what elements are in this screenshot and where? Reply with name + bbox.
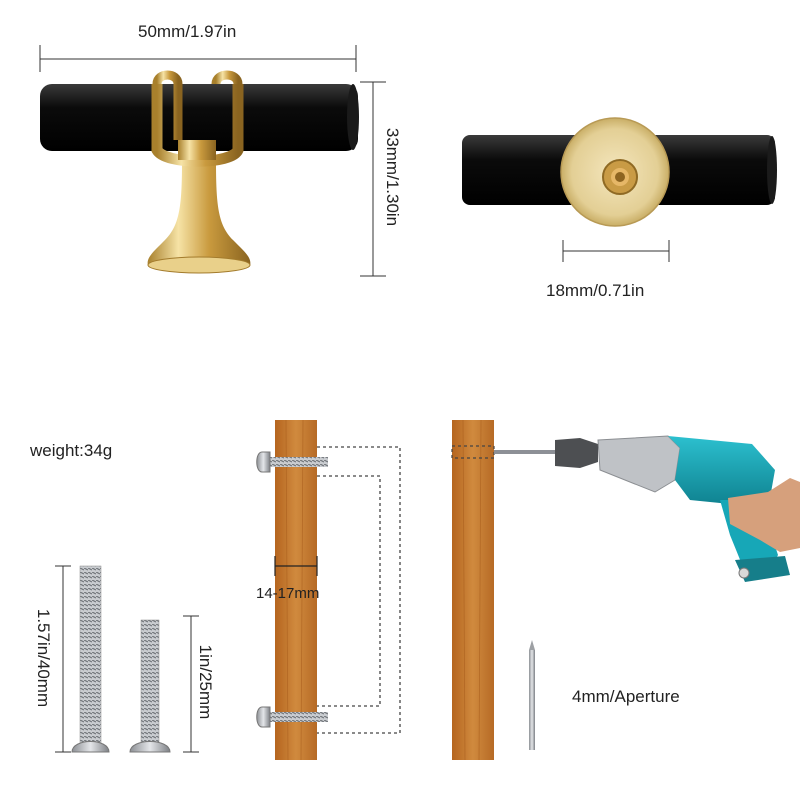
aperture-label: 4mm/Aperture: [572, 687, 680, 706]
long-screw-dimension-line: [55, 565, 71, 753]
drill-bit: [529, 640, 535, 750]
short-screw-dimension-line: [183, 615, 199, 753]
height-label: 33mm/1.30in: [383, 127, 402, 227]
weight-label: weight:34g: [30, 441, 113, 460]
handle-side-view: [40, 70, 359, 274]
base-diameter-label: 18mm/0.71in: [546, 281, 645, 300]
wood-board-right: [451, 419, 495, 761]
long-screw-label: 1.57in/40mm: [34, 608, 53, 708]
base-diameter-dimension-line: [562, 240, 670, 262]
length-dimension-line: [39, 45, 357, 72]
short-screw: [129, 619, 171, 753]
long-screw: [71, 565, 110, 753]
board-thickness-dimension-line: [274, 556, 318, 576]
handle-bottom-view: [462, 117, 777, 227]
board-screw-top: [256, 451, 328, 473]
short-screw-label: 1in/25mm: [196, 644, 215, 720]
wood-board-left: [275, 419, 317, 761]
board-thickness-label: 14-17mm: [256, 585, 320, 602]
height-dimension-line: [360, 81, 386, 277]
electric-drill: [494, 435, 800, 582]
length-label: 50mm/1.97in: [138, 22, 237, 41]
handle-outline-dashed: [317, 446, 401, 734]
board-screw-bottom: [256, 706, 328, 728]
